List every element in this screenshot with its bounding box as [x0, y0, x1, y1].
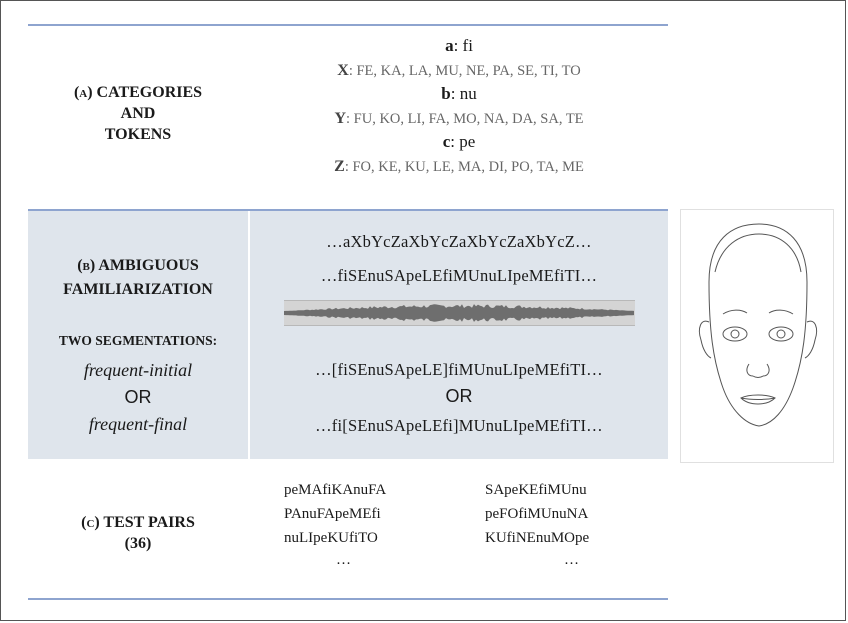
frequent-final-sequence: …fi[SEnuSApeLEfi]MUnuLIpeMEfiTI…: [315, 416, 603, 435]
section-a-label: (a) CATEGORIES AND TOKENS: [28, 82, 248, 145]
section-c-label: (c) TEST PAIRS (36): [28, 512, 248, 554]
test-pair-item: KUfiNEnuMOpe: [485, 530, 590, 546]
waveform-graphic: [284, 304, 634, 322]
face-outline: [708, 223, 808, 427]
face-illustration: [680, 209, 834, 463]
section-b-divider: [248, 211, 250, 459]
pattern-sequence: …aXbYcZaXbYcZaXbYcZaXbYcZ…: [326, 232, 592, 251]
category-y-tokens: Y: FU, KO, LI, FA, MO, NA, DA, SA, TE: [334, 110, 584, 127]
mouth-icon: [740, 394, 776, 405]
test-pair-item: SApeKEfiMUnu: [485, 482, 587, 498]
test-pair-item: nuLIpeKUfiTO: [284, 530, 378, 546]
section-c-label-line: (c) TEST PAIRS: [81, 514, 195, 531]
frequent-initial-label: frequent-initial: [83, 360, 193, 380]
category-c-head: c: pe: [442, 132, 476, 151]
segmentations-label: TWO SEGMENTATIONS:: [58, 333, 218, 348]
test-pair-ellipsis: …: [564, 552, 579, 568]
section-b-label-line: FAMILIARIZATION: [63, 281, 213, 298]
left-ear-icon: [698, 320, 712, 359]
section-c-label-line: (36): [124, 535, 152, 552]
category-b-head: b: nu: [441, 84, 477, 103]
right-eye-icon: [768, 326, 794, 342]
category-z-tokens: Z: FO, KE, KU, LE, MA, DI, PO, TA, ME: [334, 158, 584, 175]
bottom-rule: [28, 598, 668, 600]
section-a-label-line: TOKENS: [104, 126, 172, 143]
left-brow: [722, 309, 748, 315]
test-pair-item: peMAfiKAnuFA: [284, 482, 387, 498]
audio-waveform: [284, 300, 635, 326]
category-x-tokens: X: FE, KA, LA, MU, NE, PA, SE, TI, TO: [337, 62, 581, 79]
frequent-final-label: frequent-final: [88, 414, 188, 434]
top-rule: [28, 24, 668, 26]
right-brow: [768, 309, 794, 315]
section-b-label: (b) AMBIGUOUS FAMILIARIZATION: [28, 254, 248, 302]
face-drawing: [698, 223, 818, 427]
right-ear-icon: [804, 320, 818, 359]
category-a-head: a: fi: [445, 36, 473, 55]
hairline: [714, 233, 802, 273]
section-a-label-line: AND: [120, 105, 156, 122]
section-a-label-line: (a) CATEGORIES: [73, 84, 203, 101]
left-eye-icon: [722, 326, 748, 342]
section-b-label-line: (b) AMBIGUOUS: [77, 257, 199, 274]
left-pupil: [730, 329, 740, 339]
sequence-or-label: OR: [445, 386, 473, 406]
nose-icon: [746, 363, 770, 378]
rule-a-b: [28, 209, 668, 211]
test-pair-item: PAnuFApeMEfi: [284, 506, 381, 522]
frequent-initial-sequence: …[fiSEnuSApeLE]fiMUnuLIpeMEfiTI…: [315, 360, 603, 379]
section-b-band: [28, 211, 668, 459]
test-pair-ellipsis: …: [336, 552, 351, 568]
segmentation-or-label: OR: [124, 387, 152, 407]
syllable-sequence: …fiSEnuSApeLEfiMUnuLIpeMEfiTI…: [320, 266, 598, 285]
right-pupil: [776, 329, 786, 339]
test-pair-item: peFOfiMUnuNA: [485, 506, 589, 522]
